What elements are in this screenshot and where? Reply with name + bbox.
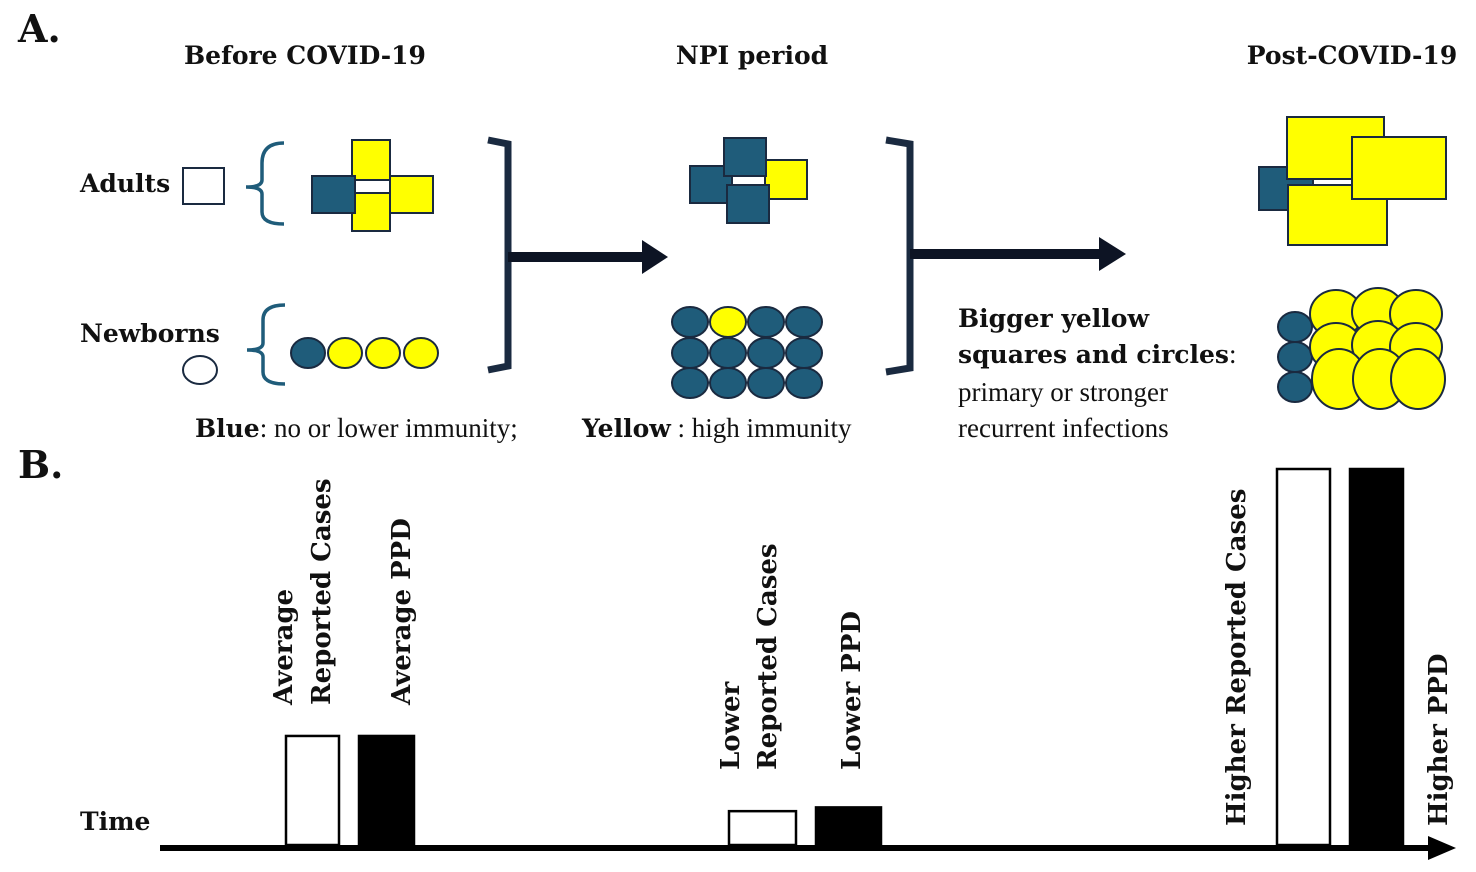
panel-b-label: B.: [18, 442, 63, 487]
bar-6-label-line-1: Higher PPD: [1424, 654, 1454, 826]
bar-2-label-line-1: Average PPD: [387, 518, 417, 706]
arrow-npi-to-post-head: [1099, 237, 1126, 271]
note-line2-colon: :: [1229, 339, 1237, 369]
bar-1-label-line-1: Average: [269, 589, 299, 706]
legend-yellow-desc: : high immunity: [671, 413, 852, 443]
before-adults-cluster: [311, 139, 434, 232]
post-adults-cluster: [1258, 116, 1447, 246]
adult-square-symbol: [182, 167, 225, 205]
legend-yellow-term: Yellow: [581, 414, 672, 443]
newborns-curly-brace: [246, 303, 286, 386]
time-axis-arrowhead: [1428, 836, 1456, 860]
bar-1-label-line-2: Reported Cases: [307, 478, 337, 705]
npi-newborns-grid: [671, 306, 823, 399]
note-line4: recurrent infections: [958, 413, 1169, 443]
bracket-npi: [885, 136, 914, 376]
before-newborns-cluster: [290, 337, 439, 369]
bar-4-label-line-1: Lower PPD: [837, 611, 867, 770]
arrow-before-to-npi-head: [642, 240, 668, 274]
note-line1: Bigger yellow: [958, 304, 1150, 333]
newborn-circle-symbol: [182, 355, 218, 385]
time-axis-label: Time: [80, 807, 150, 836]
legend-blue-desc: : no or lower immunity;: [260, 413, 518, 443]
bar-3-label-line-2: Reported Cases: [753, 543, 783, 770]
stage-post-heading: Post-COVID-19: [1247, 41, 1457, 70]
group-newborns-label: Newborns: [80, 319, 220, 348]
note-line2: squares and circles:: [958, 339, 1236, 369]
stage-npi-heading: NPI period: [676, 41, 828, 70]
bracket-before: [487, 136, 512, 374]
bar-2: [357, 734, 416, 847]
bar-6: [1348, 467, 1405, 847]
bar-3: [727, 809, 798, 847]
bar-5: [1275, 467, 1332, 847]
panel-b-bars: [284, 467, 1405, 847]
legend-text: Blue: no or lower immunity;: [195, 413, 518, 443]
bar-4: [814, 806, 883, 847]
note-line3: primary or stronger: [958, 377, 1168, 407]
group-adults-label: Adults: [79, 169, 170, 198]
bar-1: [284, 734, 341, 847]
npi-adults-cluster: [689, 137, 808, 224]
adults-curly-brace: [245, 141, 285, 226]
panel-a-label: A.: [17, 6, 61, 51]
note-line2-bold: squares and circles: [958, 340, 1229, 369]
bar-3-label-line-1: Lower: [716, 681, 746, 770]
bar-5-label-line-1: Higher Reported Cases: [1222, 489, 1252, 826]
stage-before-heading: Before COVID-19: [184, 41, 426, 70]
legend-blue-term: Blue: [195, 414, 260, 443]
legend-yellow-text: Yellow : high immunity: [581, 413, 852, 443]
post-newborns-cluster: [1277, 287, 1446, 410]
